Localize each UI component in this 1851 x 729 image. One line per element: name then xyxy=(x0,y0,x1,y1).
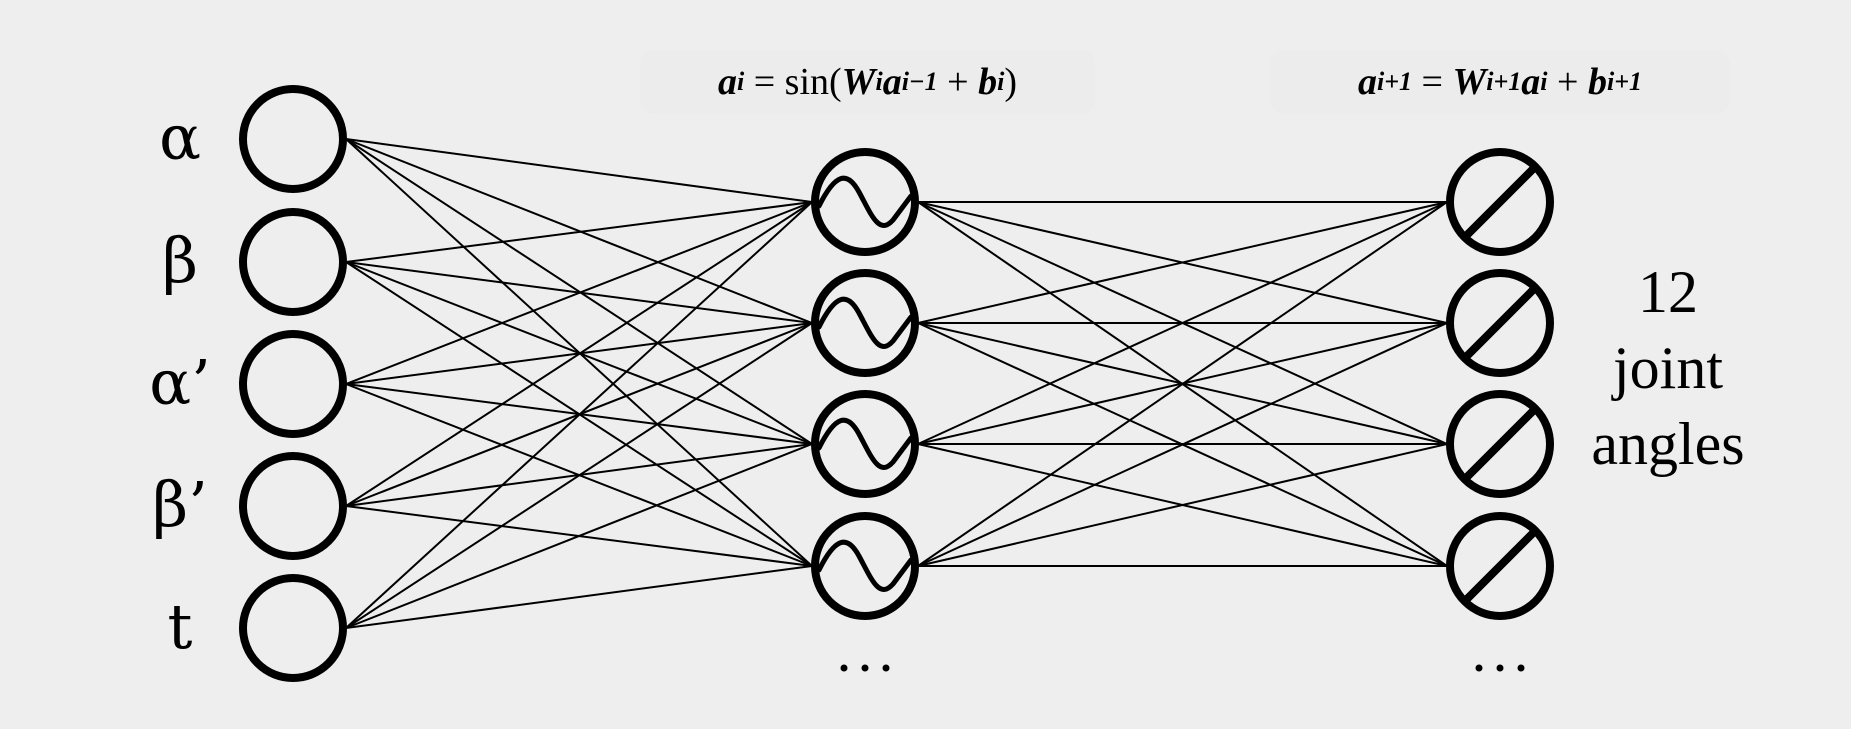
hidden-node xyxy=(811,148,919,256)
hidden-node xyxy=(811,512,919,620)
output-node xyxy=(1446,390,1554,498)
edge-input-hidden xyxy=(345,201,813,507)
input-label: α xyxy=(159,101,201,174)
formula-subscript: i xyxy=(997,67,1005,96)
edge-input-hidden xyxy=(345,201,813,629)
edge-input-hidden xyxy=(345,443,813,629)
node-circle xyxy=(1446,390,1554,498)
formula-subscript: i xyxy=(1540,67,1548,96)
output-label-line-2: joint xyxy=(1611,335,1723,401)
formula-function: sin( xyxy=(784,61,842,103)
input-label: β xyxy=(162,224,198,297)
output-node xyxy=(1446,512,1554,620)
output-label-line-1: 12 xyxy=(1638,259,1698,325)
input-node xyxy=(239,208,347,316)
node-circle xyxy=(811,148,919,256)
formula-term: a xyxy=(1357,61,1377,103)
edge-input-hidden xyxy=(345,138,813,203)
node-circle xyxy=(1446,512,1554,620)
edge-hidden-output xyxy=(917,201,1448,567)
edge-input-hidden xyxy=(345,565,813,629)
formula-term: a xyxy=(717,61,737,103)
sine-wave-icon xyxy=(816,417,914,470)
formula-subscript: i xyxy=(875,67,883,96)
node-circle xyxy=(1446,148,1554,256)
formula-term: W xyxy=(1452,61,1487,103)
edge-input-hidden xyxy=(345,201,813,263)
ellipses xyxy=(840,664,1525,672)
formula-subscript: i−1 xyxy=(901,67,938,96)
input-node xyxy=(239,452,347,560)
formula-term: W xyxy=(841,61,876,103)
input-label: α’ xyxy=(149,346,211,419)
linear-slash-icon xyxy=(1461,163,1539,241)
input-node xyxy=(239,574,347,682)
formula-equals: = xyxy=(753,61,776,103)
node-circle xyxy=(1446,269,1554,377)
edge-hidden-output xyxy=(917,322,1448,567)
sine-wave-icon xyxy=(816,175,914,228)
edge-hidden-output xyxy=(917,201,1448,324)
edge-input-hidden xyxy=(345,322,813,629)
ellipsis-dot xyxy=(1496,664,1504,672)
formula-term: b xyxy=(1587,61,1607,103)
node-circle xyxy=(811,390,919,498)
input-labels: αβ α’ β’ t xyxy=(149,101,211,663)
node-circle xyxy=(811,512,919,620)
hidden-node xyxy=(811,269,919,377)
ellipsis-dot xyxy=(1517,664,1525,672)
edge-hidden-output xyxy=(917,443,1448,567)
formula-plus: + xyxy=(947,61,969,103)
formula-plus: + xyxy=(1557,61,1579,103)
output-label-line-3: angles xyxy=(1591,411,1744,477)
formula-subscript: i+1 xyxy=(1606,67,1643,96)
output-ellipsis xyxy=(1475,664,1525,672)
connections xyxy=(345,138,1448,629)
sine-wave-icon xyxy=(816,296,914,349)
formula-equals: = xyxy=(1421,61,1443,103)
node-circle xyxy=(811,269,919,377)
edge-input-hidden xyxy=(345,201,813,385)
formula-subscript: i xyxy=(736,67,745,96)
hidden-node xyxy=(811,390,919,498)
output-node xyxy=(1446,148,1554,256)
ellipsis-dot xyxy=(861,664,869,672)
input-node xyxy=(239,330,347,438)
formula-term: a xyxy=(882,61,902,103)
linear-slash-icon xyxy=(1461,527,1539,605)
input-node xyxy=(239,85,347,193)
linear-slash-icon xyxy=(1461,405,1539,483)
nodes xyxy=(239,85,1554,682)
formula-term: b xyxy=(978,61,998,103)
ellipsis-dot xyxy=(882,664,890,672)
output-node xyxy=(1446,269,1554,377)
ellipsis-dot xyxy=(1475,664,1483,672)
edge-hidden-output xyxy=(917,201,1448,445)
formula-subscript: i+1 xyxy=(1376,67,1413,96)
ellipsis-dot xyxy=(840,664,848,672)
formula-term: a xyxy=(1521,61,1541,103)
input-label: β’ xyxy=(152,468,208,541)
formula-close-paren: ) xyxy=(1004,61,1017,103)
linear-slash-icon xyxy=(1461,284,1539,362)
hidden-ellipsis xyxy=(840,664,890,672)
input-label: t xyxy=(168,590,193,663)
sine-wave-icon xyxy=(816,539,914,592)
formula-subscript: i+1 xyxy=(1486,67,1522,96)
